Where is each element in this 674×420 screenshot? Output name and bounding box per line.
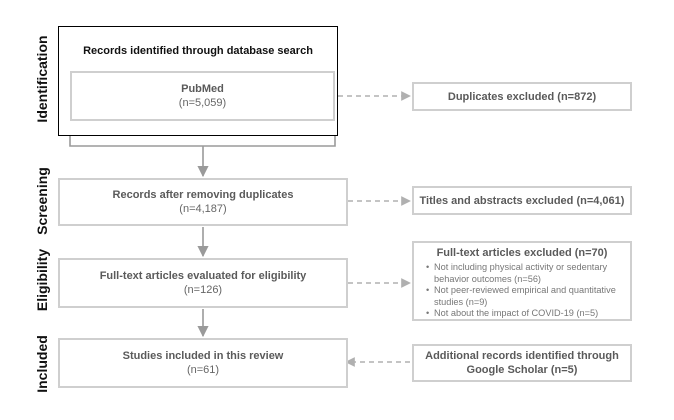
additional-records-box: Additional records identified through Go… xyxy=(412,344,632,382)
screening-title: Records after removing duplicates xyxy=(112,189,294,201)
titles-abstracts-excluded-label: Titles and abstracts excluded (n=4,061) xyxy=(419,194,625,207)
identification-bracket xyxy=(69,135,336,147)
screening-box: Records after removing duplicates (n=4,1… xyxy=(58,178,348,226)
titles-abstracts-excluded-box: Titles and abstracts excluded (n=4,061) xyxy=(412,186,632,215)
pubmed-count: (n=5,059) xyxy=(178,97,227,109)
eligibility-count: (n=126) xyxy=(183,284,223,296)
eligibility-title: Full-text articles evaluated for eligibi… xyxy=(99,270,307,282)
exclusion-reason: Not about the impact of COVID-19 (n=5) xyxy=(426,308,630,320)
fulltext-excluded-title: Full-text articles excluded (n=70) xyxy=(436,247,608,259)
exclusion-reason: Not including physical activity or seden… xyxy=(426,262,630,285)
identification-title: Records identified through database sear… xyxy=(83,45,313,57)
additional-records-label: Additional records identified through Go… xyxy=(425,350,619,376)
fulltext-excluded-box: Full-text articles excluded (n=70) Not i… xyxy=(412,241,632,321)
included-title: Studies included in this review xyxy=(122,350,284,362)
exclusion-reason: Not peer-reviewed empirical and quantita… xyxy=(426,285,630,308)
eligibility-box: Full-text articles evaluated for eligibi… xyxy=(58,258,348,308)
exclusion-reasons-list: Not including physical activity or seden… xyxy=(414,262,630,320)
pubmed-box: PubMed (n=5,059) xyxy=(70,71,335,121)
phase-included: Included xyxy=(34,335,50,393)
included-count: (n=61) xyxy=(186,364,220,376)
phase-identification: Identification xyxy=(34,35,50,123)
duplicates-excluded-box: Duplicates excluded (n=872) xyxy=(412,82,632,111)
duplicates-excluded-label: Duplicates excluded (n=872) xyxy=(447,90,597,103)
pubmed-label: PubMed xyxy=(181,83,224,95)
included-box: Studies included in this review (n=61) xyxy=(58,338,348,388)
screening-count: (n=4,187) xyxy=(179,203,227,215)
